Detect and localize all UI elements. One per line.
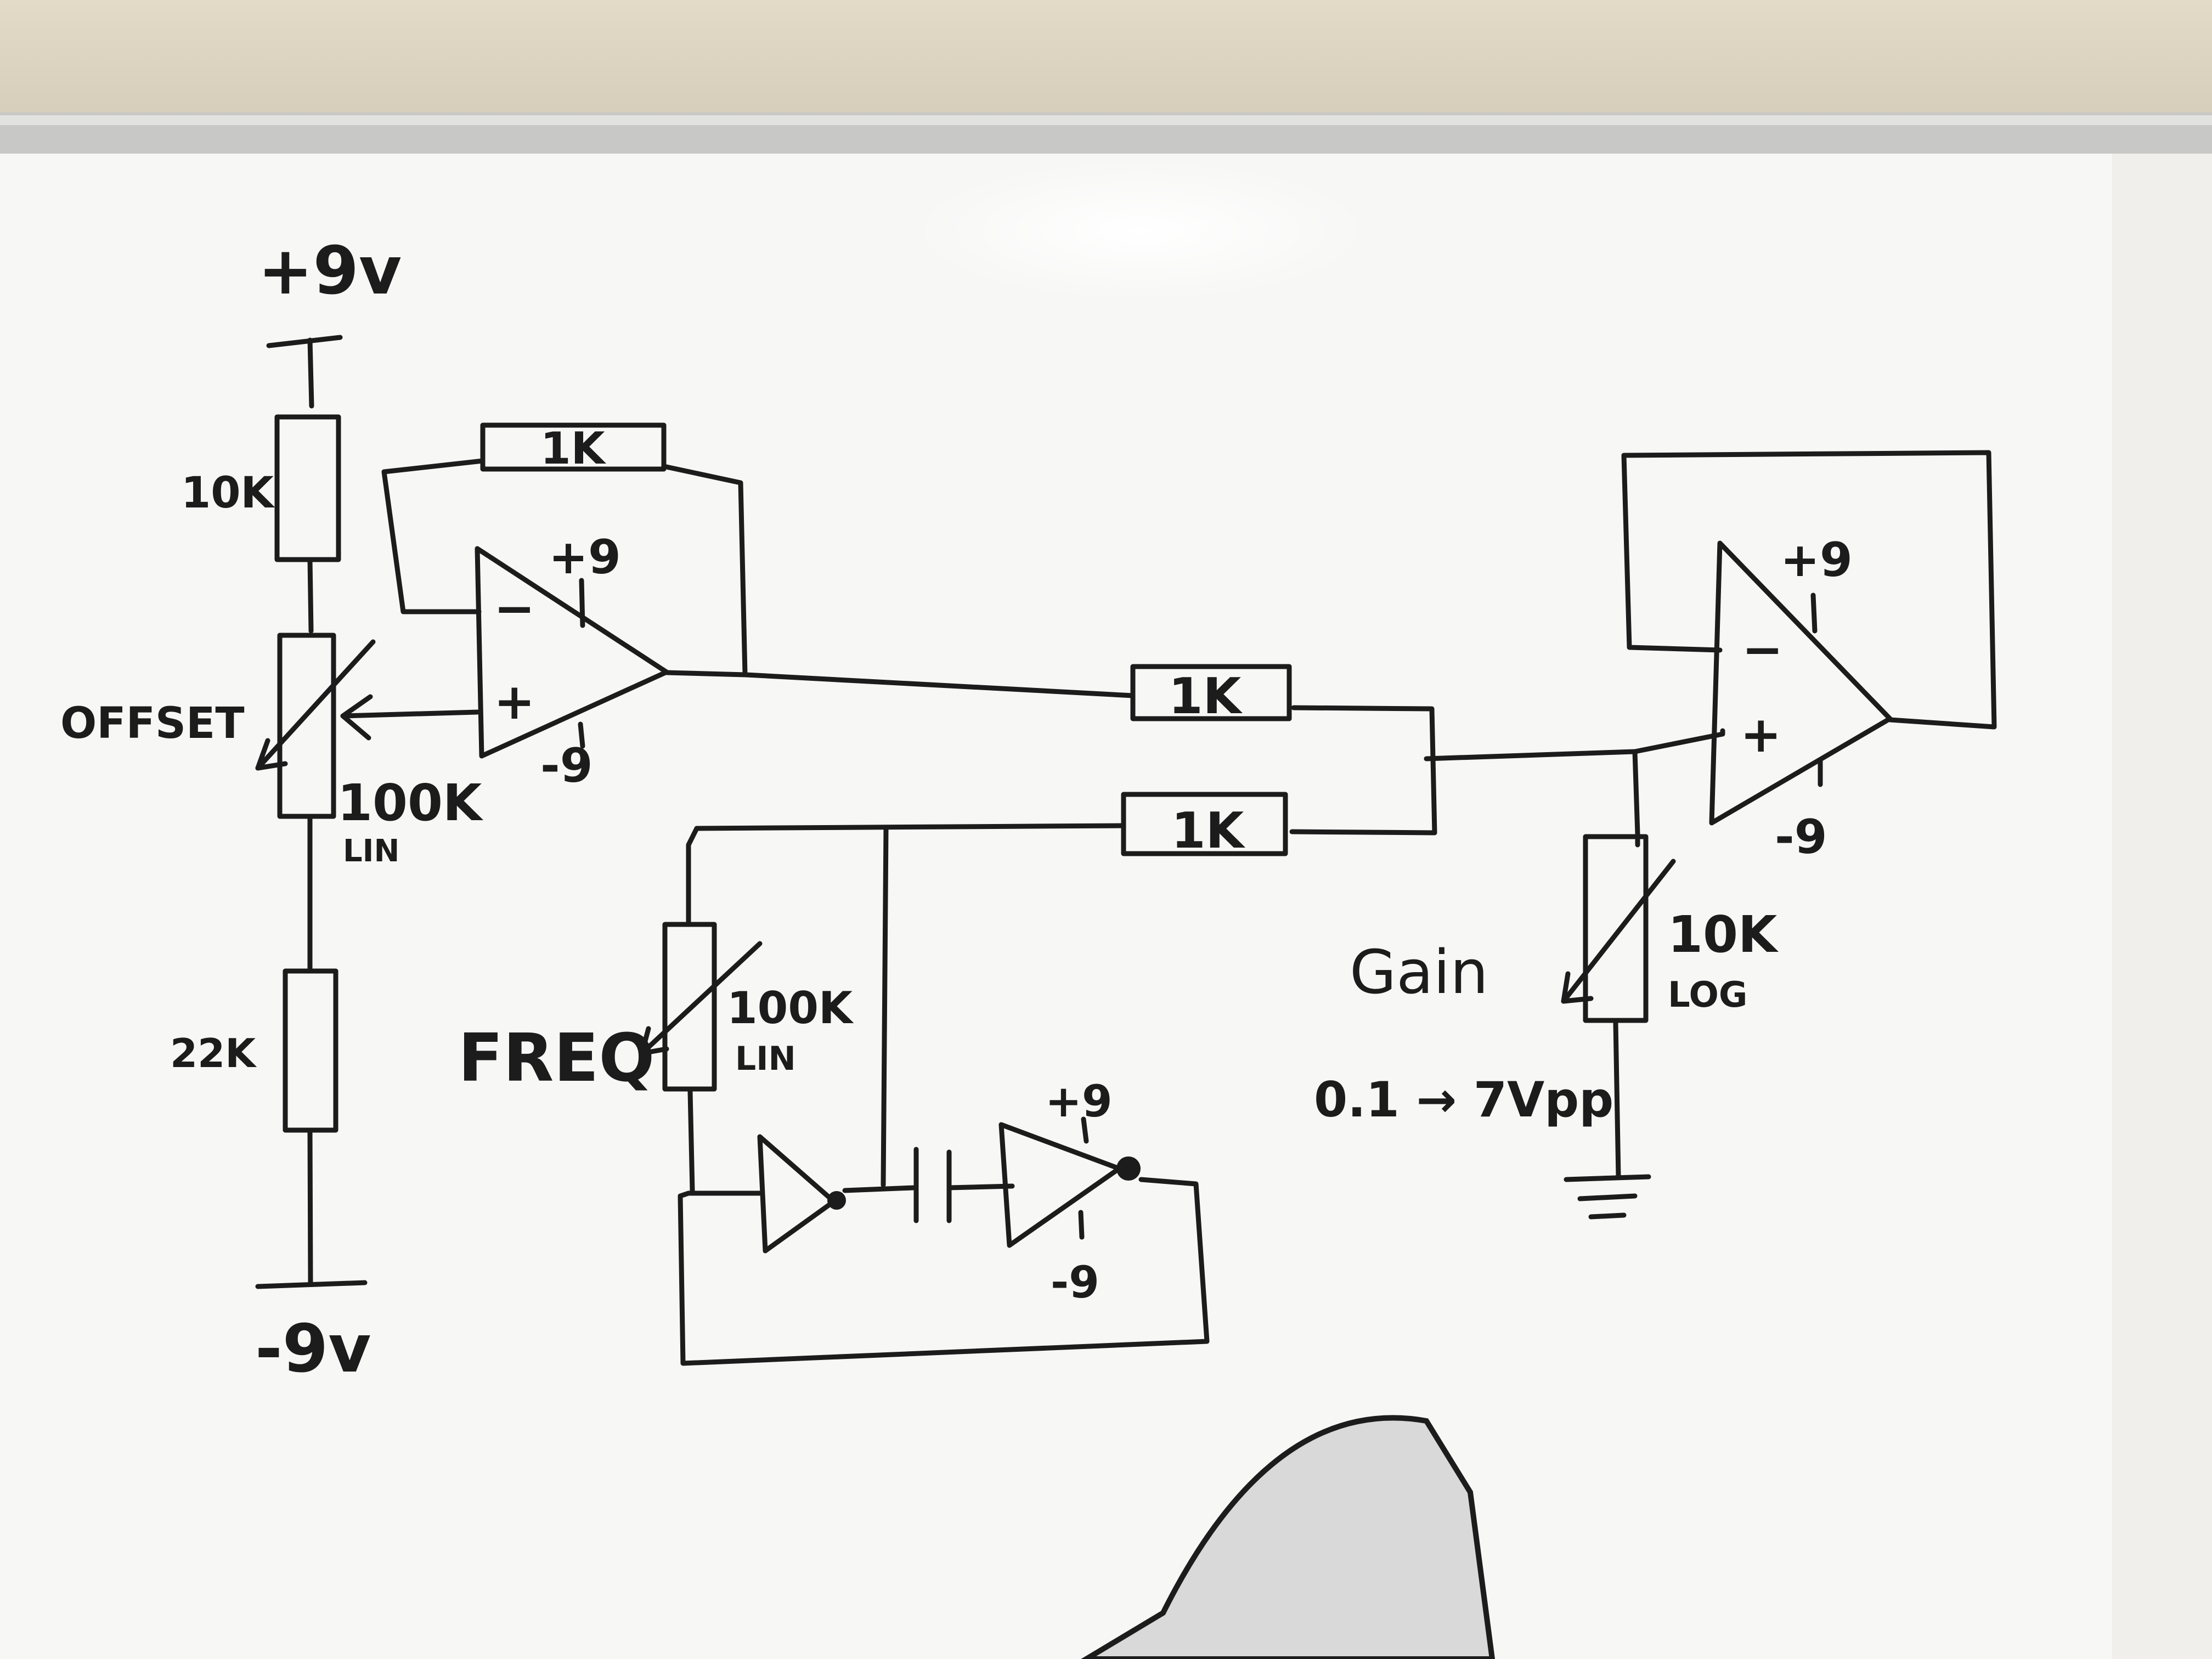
offset-pot-arrow bbox=[255, 639, 376, 771]
inverter-2 bbox=[998, 1122, 1122, 1248]
output-opamp-inverting-label: − bbox=[1742, 621, 1783, 679]
oscillator-network bbox=[639, 823, 1210, 1366]
light-glare bbox=[911, 159, 1372, 302]
freq-pot-value: 100K bbox=[727, 983, 854, 1034]
gain-pot bbox=[1583, 834, 1649, 1023]
right-shadow bbox=[2112, 154, 2212, 1659]
gain-network bbox=[1561, 831, 1676, 1220]
gain-pot-taper: LOG bbox=[1668, 975, 1747, 1015]
offset-opamp bbox=[381, 422, 1136, 759]
mixer-resistor-b-label: 1K bbox=[1171, 802, 1246, 860]
ground-symbol-line2 bbox=[1577, 1193, 1638, 1201]
offset-opamp-pos-supply: +9 bbox=[549, 530, 621, 585]
inverter-pos-supply: +9 bbox=[1045, 1076, 1113, 1127]
gain-pot-name: Gain bbox=[1350, 937, 1488, 1007]
output-opamp-triangle bbox=[1709, 540, 1893, 826]
gain-range-note: 0.1 → 7Vpp bbox=[1314, 1071, 1613, 1128]
ground-symbol-line1 bbox=[1564, 1174, 1651, 1182]
feedback-resistor-label: 1K bbox=[540, 423, 607, 474]
output-opamp-noninverting-label: + bbox=[1740, 706, 1781, 764]
resistor-10k-label: 10K bbox=[181, 469, 275, 518]
pos-rail-label: +9v bbox=[258, 233, 402, 309]
board-frame-highlight bbox=[0, 115, 2212, 125]
neg-rail-label: -9v bbox=[255, 1311, 371, 1387]
mixer-resistor-a bbox=[1130, 664, 1292, 721]
output-opamp-neg-supply: -9 bbox=[1775, 810, 1827, 865]
ground-symbol-line3 bbox=[1588, 1212, 1627, 1220]
offset-opamp-noninverting-label: + bbox=[494, 673, 535, 731]
mixer-resistor-a-label: 1K bbox=[1169, 668, 1243, 725]
eraser-object bbox=[1081, 1415, 1496, 1659]
freq-pot-name: FREQ bbox=[458, 1020, 654, 1097]
freq-pot bbox=[662, 922, 717, 1092]
output-opamp bbox=[1621, 450, 1997, 826]
offset-opamp-inverting-label: − bbox=[494, 580, 535, 637]
offset-output-wire bbox=[664, 670, 1136, 698]
resistor-22k-label: 22K bbox=[170, 1030, 257, 1076]
offset-divider-network bbox=[255, 335, 480, 1289]
inverter-1-bubble bbox=[827, 1191, 846, 1210]
freq-pot-taper: LIN bbox=[735, 1040, 796, 1078]
offset-wiper-wire bbox=[340, 709, 480, 719]
inverter-neg-supply: -9 bbox=[1051, 1257, 1099, 1308]
gain-pot-arrow bbox=[1561, 859, 1676, 1004]
inverter-2-bubble bbox=[1116, 1156, 1141, 1181]
offset-opamp-neg-supply: -9 bbox=[540, 738, 593, 793]
output-opamp-pos-supply: +9 bbox=[1780, 533, 1853, 588]
offset-pot-taper: LIN bbox=[343, 833, 399, 869]
whiteboard-surface bbox=[0, 154, 2212, 1659]
offset-pot bbox=[277, 633, 336, 819]
gain-pot-value: 10K bbox=[1668, 905, 1779, 964]
freq-pot-arrow bbox=[639, 941, 763, 1056]
offset-pot-name: OFFSET bbox=[60, 699, 245, 748]
offset-opamp-triangle bbox=[475, 546, 669, 759]
inverter-1 bbox=[757, 1134, 837, 1254]
feedback-resistor-1k bbox=[480, 422, 667, 472]
wall-background bbox=[0, 0, 2212, 118]
offset-pot-value: 100K bbox=[337, 774, 484, 832]
